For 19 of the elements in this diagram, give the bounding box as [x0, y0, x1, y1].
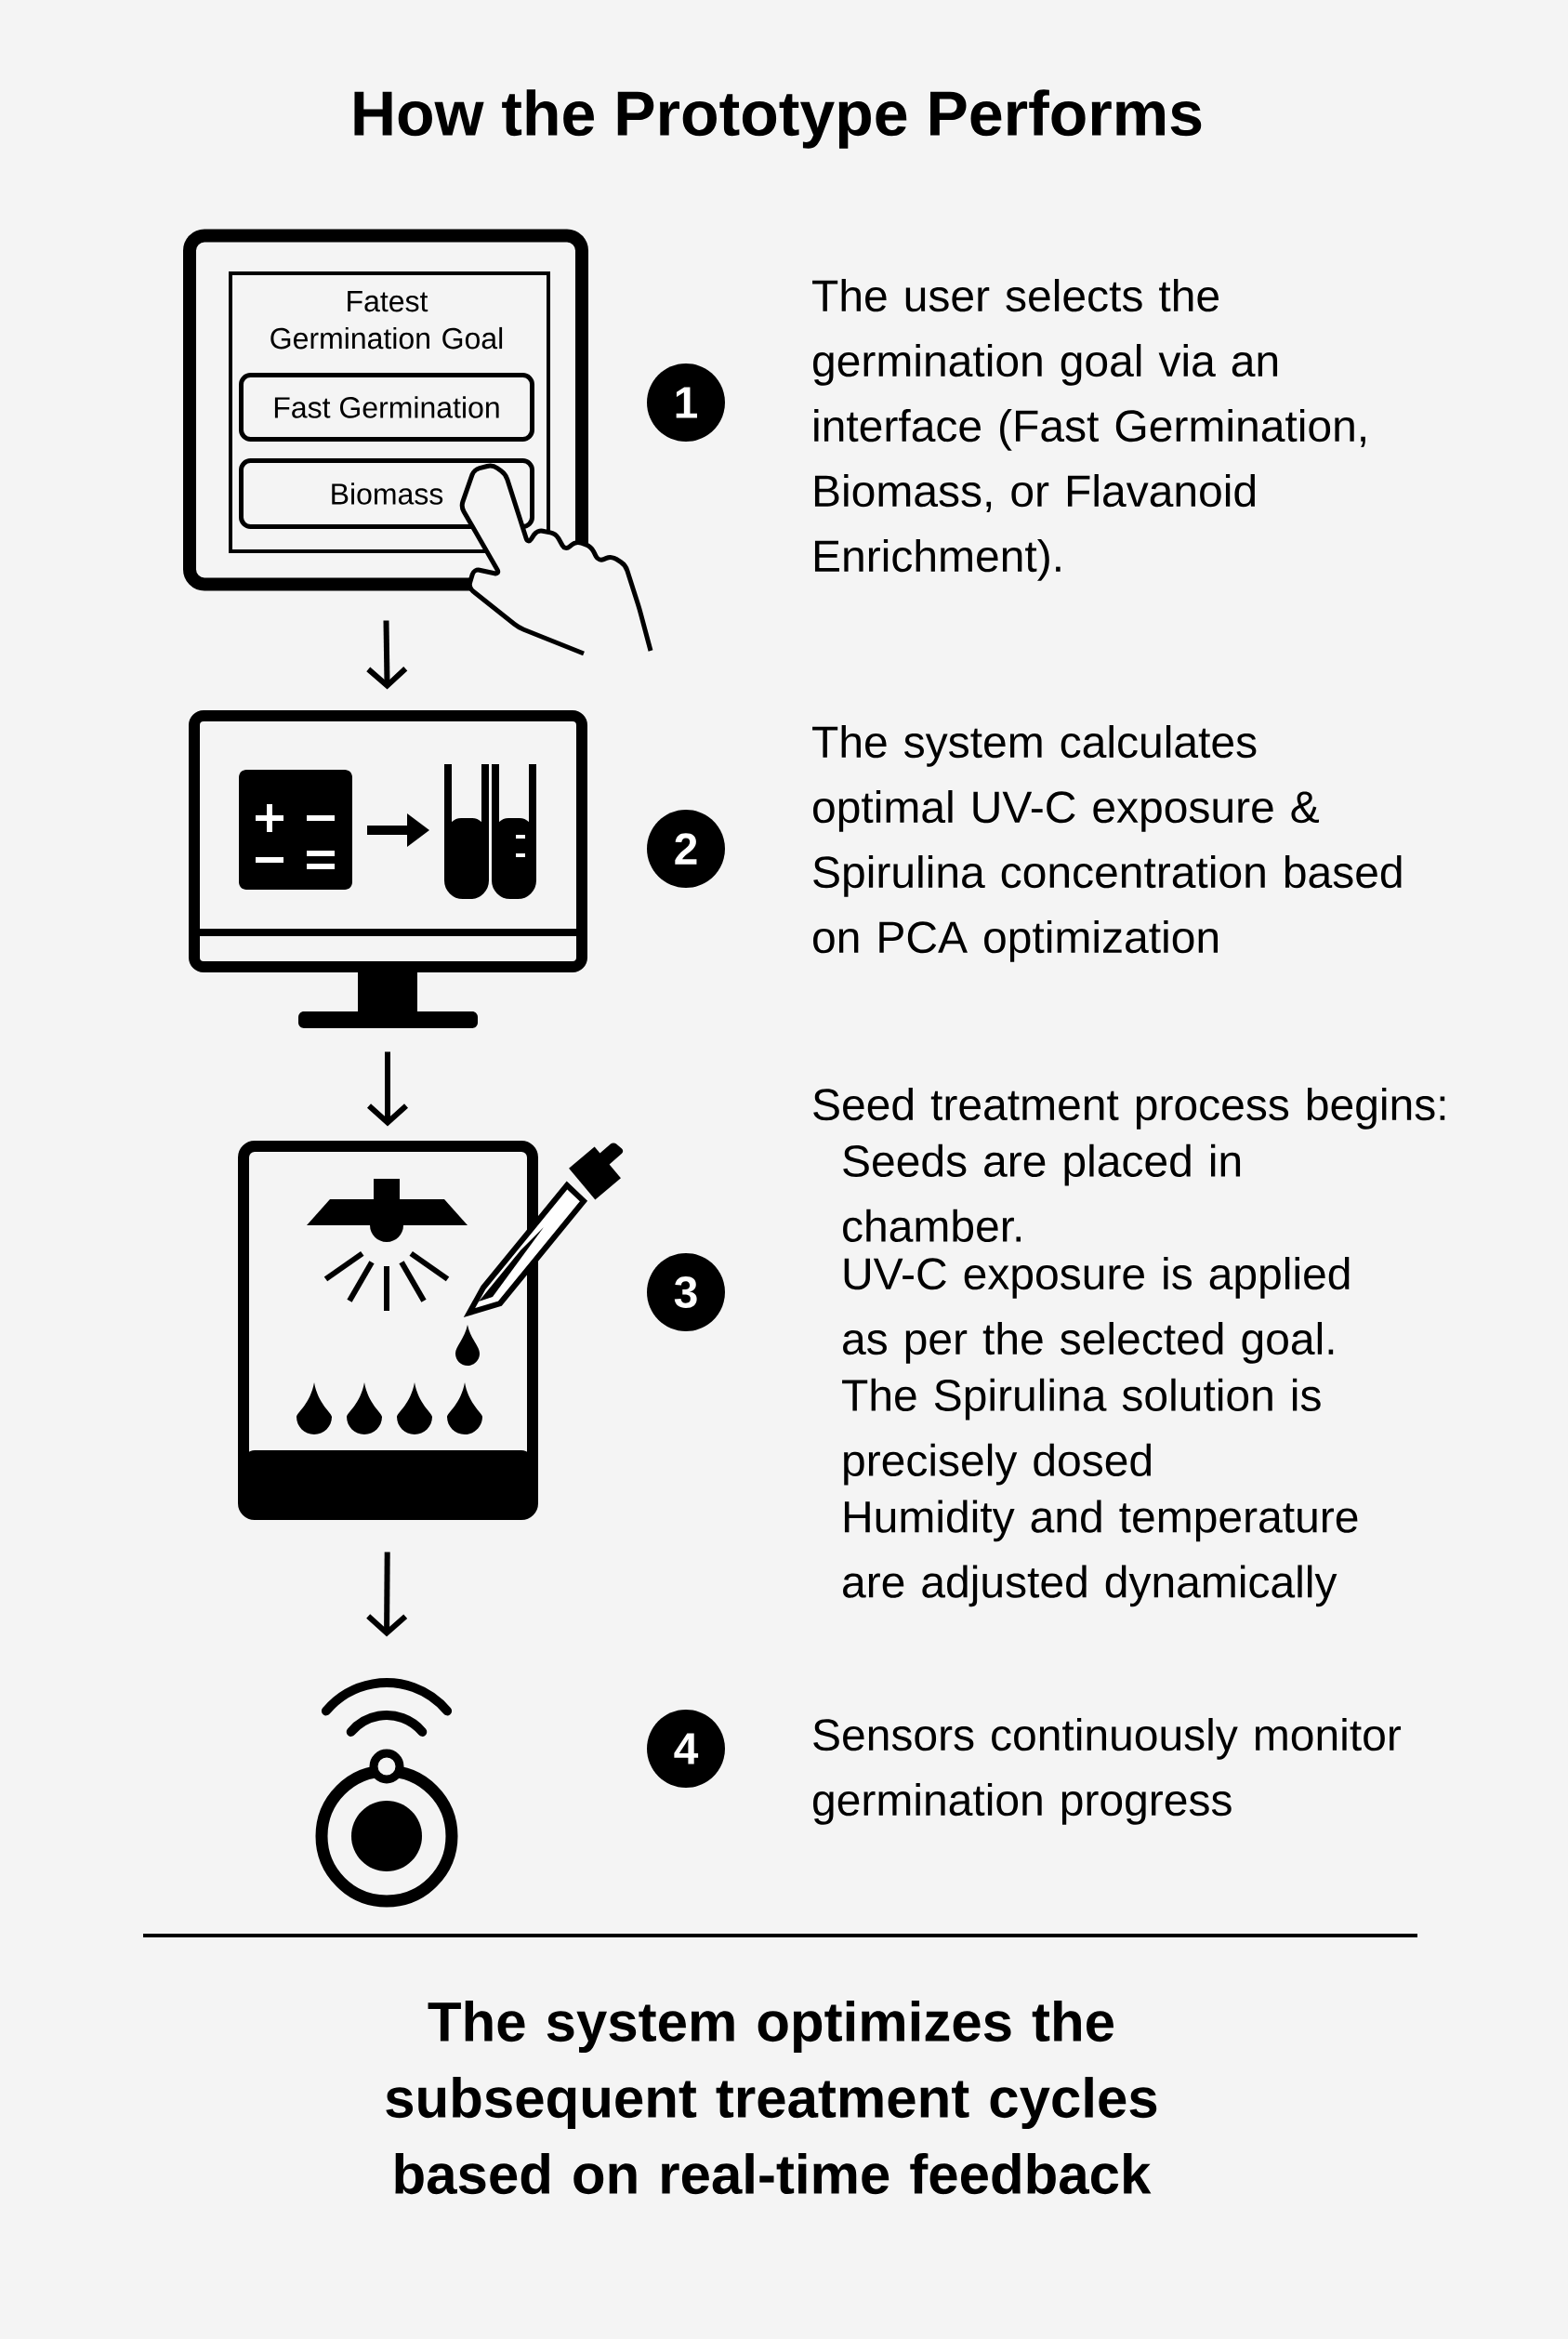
step-description: UV-C exposure is applied as per the selected goal.: [843, 1257, 1350, 1364]
step-description: Seed treatment process begins:: [813, 1088, 1445, 1130]
caption: The system optimizes the subsequent treatment cycles based on real-time feedback: [386, 2001, 1157, 2195]
monitor-drawing: [189, 710, 587, 1028]
arrow: [366, 1552, 408, 1637]
step-number: 3: [647, 1253, 725, 1331]
step-description: Humidity and temperature are adjusted dynamically: [843, 1500, 1358, 1607]
diagram-title: How the Prototype Performs: [354, 89, 1202, 149]
step-description: The system calculates optimal UV-C exposure & Spirulina concentration based on PCA optimization: [812, 725, 1402, 962]
step-number: 2: [647, 810, 725, 888]
step-description: The user selects the germination goal via an interface (Fast Germination, Biomass, or Flavanoid Enrichment).: [812, 279, 1365, 581]
step-description: Sensors continuously monitor germination progress: [813, 1718, 1402, 1825]
step-description: The Spirulina solution is precisely dosed: [842, 1378, 1321, 1486]
option-button: Fast Germination: [239, 373, 534, 442]
step-number: 4: [647, 1710, 725, 1789]
chamber-drawing: [238, 1141, 624, 1520]
step-description: Seeds are placed in chamber.: [843, 1143, 1241, 1242]
step-number: 1: [647, 363, 725, 442]
sensor-drawing: [315, 1678, 458, 1908]
